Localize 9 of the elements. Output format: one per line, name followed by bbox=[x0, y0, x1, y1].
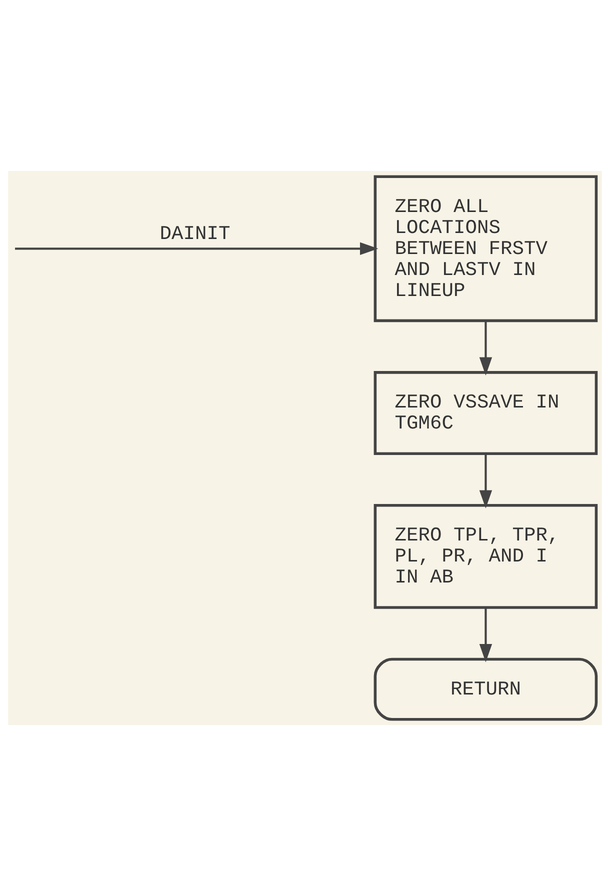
arrow bbox=[479, 320, 492, 375]
arrow bbox=[479, 607, 492, 662]
node-box: ZERO ALL LOCATIONS BETWEEN FRSTV AND LASTV IN LINEUP bbox=[374, 174, 598, 322]
node-box: ZERO TPL, TPR, PL, PR, AND I IN AB bbox=[374, 503, 598, 608]
node-box: RETURN bbox=[374, 657, 598, 720]
arrow bbox=[15, 242, 378, 255]
edge-label: DAINIT bbox=[160, 222, 230, 245]
arrow bbox=[479, 453, 492, 508]
node-box: ZERO VSSAVE IN TGM6C bbox=[374, 370, 598, 454]
